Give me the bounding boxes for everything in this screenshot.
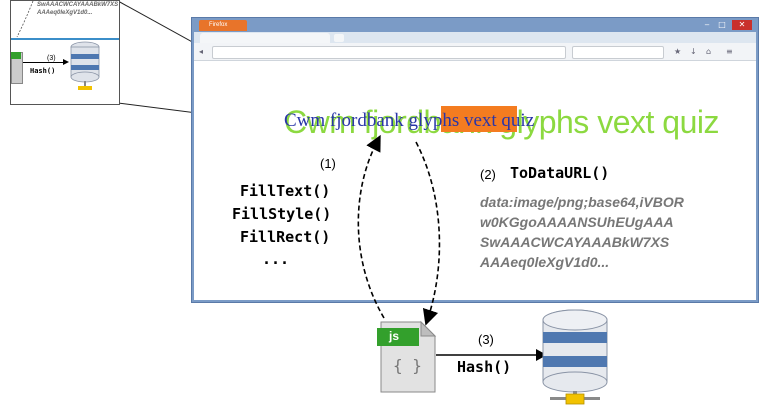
home-icon[interactable]: ⌂	[706, 47, 712, 56]
hash-arrow	[436, 349, 547, 361]
firefox-menu-button[interactable]: Firefox	[199, 20, 247, 31]
data-url-line: AAAeq0leXgV1d0...	[480, 254, 610, 270]
step1-call-filltext: FillText()	[240, 182, 331, 200]
js-file-tag: js	[389, 329, 400, 343]
data-url-line: SwAAACWCAYAAABkW7XS	[480, 234, 670, 250]
address-bar[interactable]	[212, 46, 566, 59]
inset-hash-arrow	[23, 62, 65, 63]
step2-call: ToDataURL()	[510, 164, 610, 182]
tab-strip	[194, 32, 756, 43]
inset-data-url: SwAAACWCAYAAABkW7XS AAAeq0leXgV1d0...	[37, 1, 118, 17]
zoom-inset: SwAAACWCAYAAABkW7XS AAAeq0leXgV1d0... (3…	[10, 0, 120, 105]
inset-dashed-arrow	[16, 1, 34, 38]
search-bar[interactable]	[572, 46, 664, 59]
back-icon[interactable]: ◂	[199, 47, 204, 56]
inset-code-line: SwAAACWCAYAAABkW7XS	[37, 2, 119, 8]
browser-window: Firefox ‒ □ ✕ ◂ ★ ↓ ⌂ ≡	[191, 17, 759, 303]
canvas-orange-rect	[441, 106, 517, 132]
database-icon	[540, 308, 610, 408]
down-dashed-arrow	[415, 141, 441, 326]
browser-titlebar: Firefox ‒ □ ✕	[192, 18, 758, 32]
bookmark-icon[interactable]: ★	[674, 47, 682, 56]
js-file-icon: js { }	[377, 320, 437, 395]
inset-js-file-tab	[11, 52, 21, 59]
inset-arrow-head	[63, 59, 69, 65]
inset-step-label: (3)	[47, 55, 56, 62]
step1-call-ellipsis: ...	[262, 250, 290, 268]
navigation-toolbar: ◂ ★ ↓ ⌂ ≡	[194, 43, 756, 61]
database-shape	[542, 309, 608, 405]
inset-database-icon	[70, 41, 100, 90]
data-url-line: data:image/png;base64,iVBOR	[480, 194, 684, 210]
step1-label: (1)	[320, 156, 336, 171]
step3-call: Hash()	[457, 358, 512, 376]
up-dashed-arrow	[357, 134, 385, 319]
browser-tab[interactable]	[200, 33, 330, 43]
step3-label: (3)	[478, 332, 494, 347]
new-tab-button[interactable]	[334, 34, 344, 42]
maximize-icon[interactable]: □	[718, 20, 726, 29]
inset-browser-edge	[11, 38, 119, 40]
download-icon[interactable]: ↓	[690, 47, 697, 56]
data-url-line: w0KGgoAAAANSUhEUgAAA	[480, 214, 674, 230]
step1-call-fillstyle: FillStyle()	[232, 205, 332, 223]
minimize-icon[interactable]: ‒	[704, 20, 710, 29]
canvas-text-blue: Cwm fjordbank glyphs vext quiz	[284, 110, 535, 131]
inset-hash-label: Hash()	[30, 67, 56, 75]
close-icon[interactable]: ✕	[732, 20, 752, 30]
menu-icon[interactable]: ≡	[726, 47, 733, 56]
js-file-braces: { }	[393, 356, 422, 375]
step2-label: (2)	[480, 167, 496, 182]
js-file-shape	[377, 320, 437, 393]
page-content	[194, 61, 756, 300]
inset-code-line: AAAeq0leXgV1d0...	[37, 10, 93, 16]
step1-call-fillrect: FillRect()	[240, 228, 331, 246]
data-url-output: data:image/png;base64,iVBOR w0KGgoAAAANS…	[480, 192, 684, 272]
